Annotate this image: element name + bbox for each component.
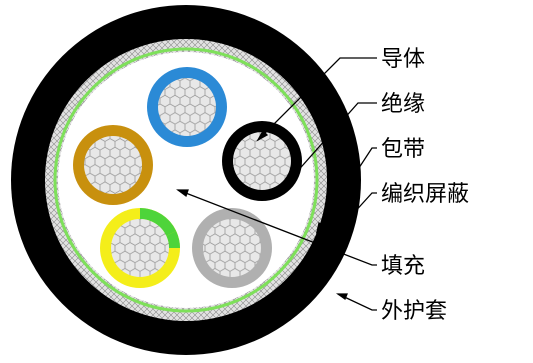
core-black: [222, 121, 302, 201]
conductor-strands: [158, 78, 216, 136]
label-tape: 包带: [381, 137, 425, 162]
leader-tape: [316, 147, 377, 233]
tape-layer: [53, 47, 319, 313]
conductor-strands: [84, 136, 142, 194]
conductor-strands: [111, 219, 169, 277]
leader-conductor: [257, 57, 377, 141]
arrowhead-filler: [176, 189, 189, 198]
core-grey: [192, 208, 272, 288]
leader-filler: [177, 189, 377, 266]
leader-insulation: [286, 102, 377, 184]
label-braid-shield: 编织屏蔽: [381, 182, 469, 207]
label-outer-sheath: 外护套: [381, 299, 447, 324]
conductor-strands: [203, 219, 261, 277]
leader-outer-sheath: [337, 293, 377, 311]
arrowhead-insulation: [285, 172, 297, 185]
arrowhead-outer-sheath: [335, 293, 348, 301]
core-yellow-green: [100, 208, 180, 288]
label-insulation: 绝缘: [381, 92, 425, 117]
core-blue: [147, 67, 227, 147]
leader-braid: [321, 192, 377, 249]
arrowhead-tape: [315, 221, 326, 234]
label-filler: 填充: [381, 254, 425, 279]
label-conductor: 导体: [381, 47, 425, 72]
arrowhead-conductor: [256, 129, 269, 142]
leader-lines: [176, 57, 377, 311]
conductor-strands: [233, 132, 291, 190]
core-brown: [73, 125, 153, 205]
